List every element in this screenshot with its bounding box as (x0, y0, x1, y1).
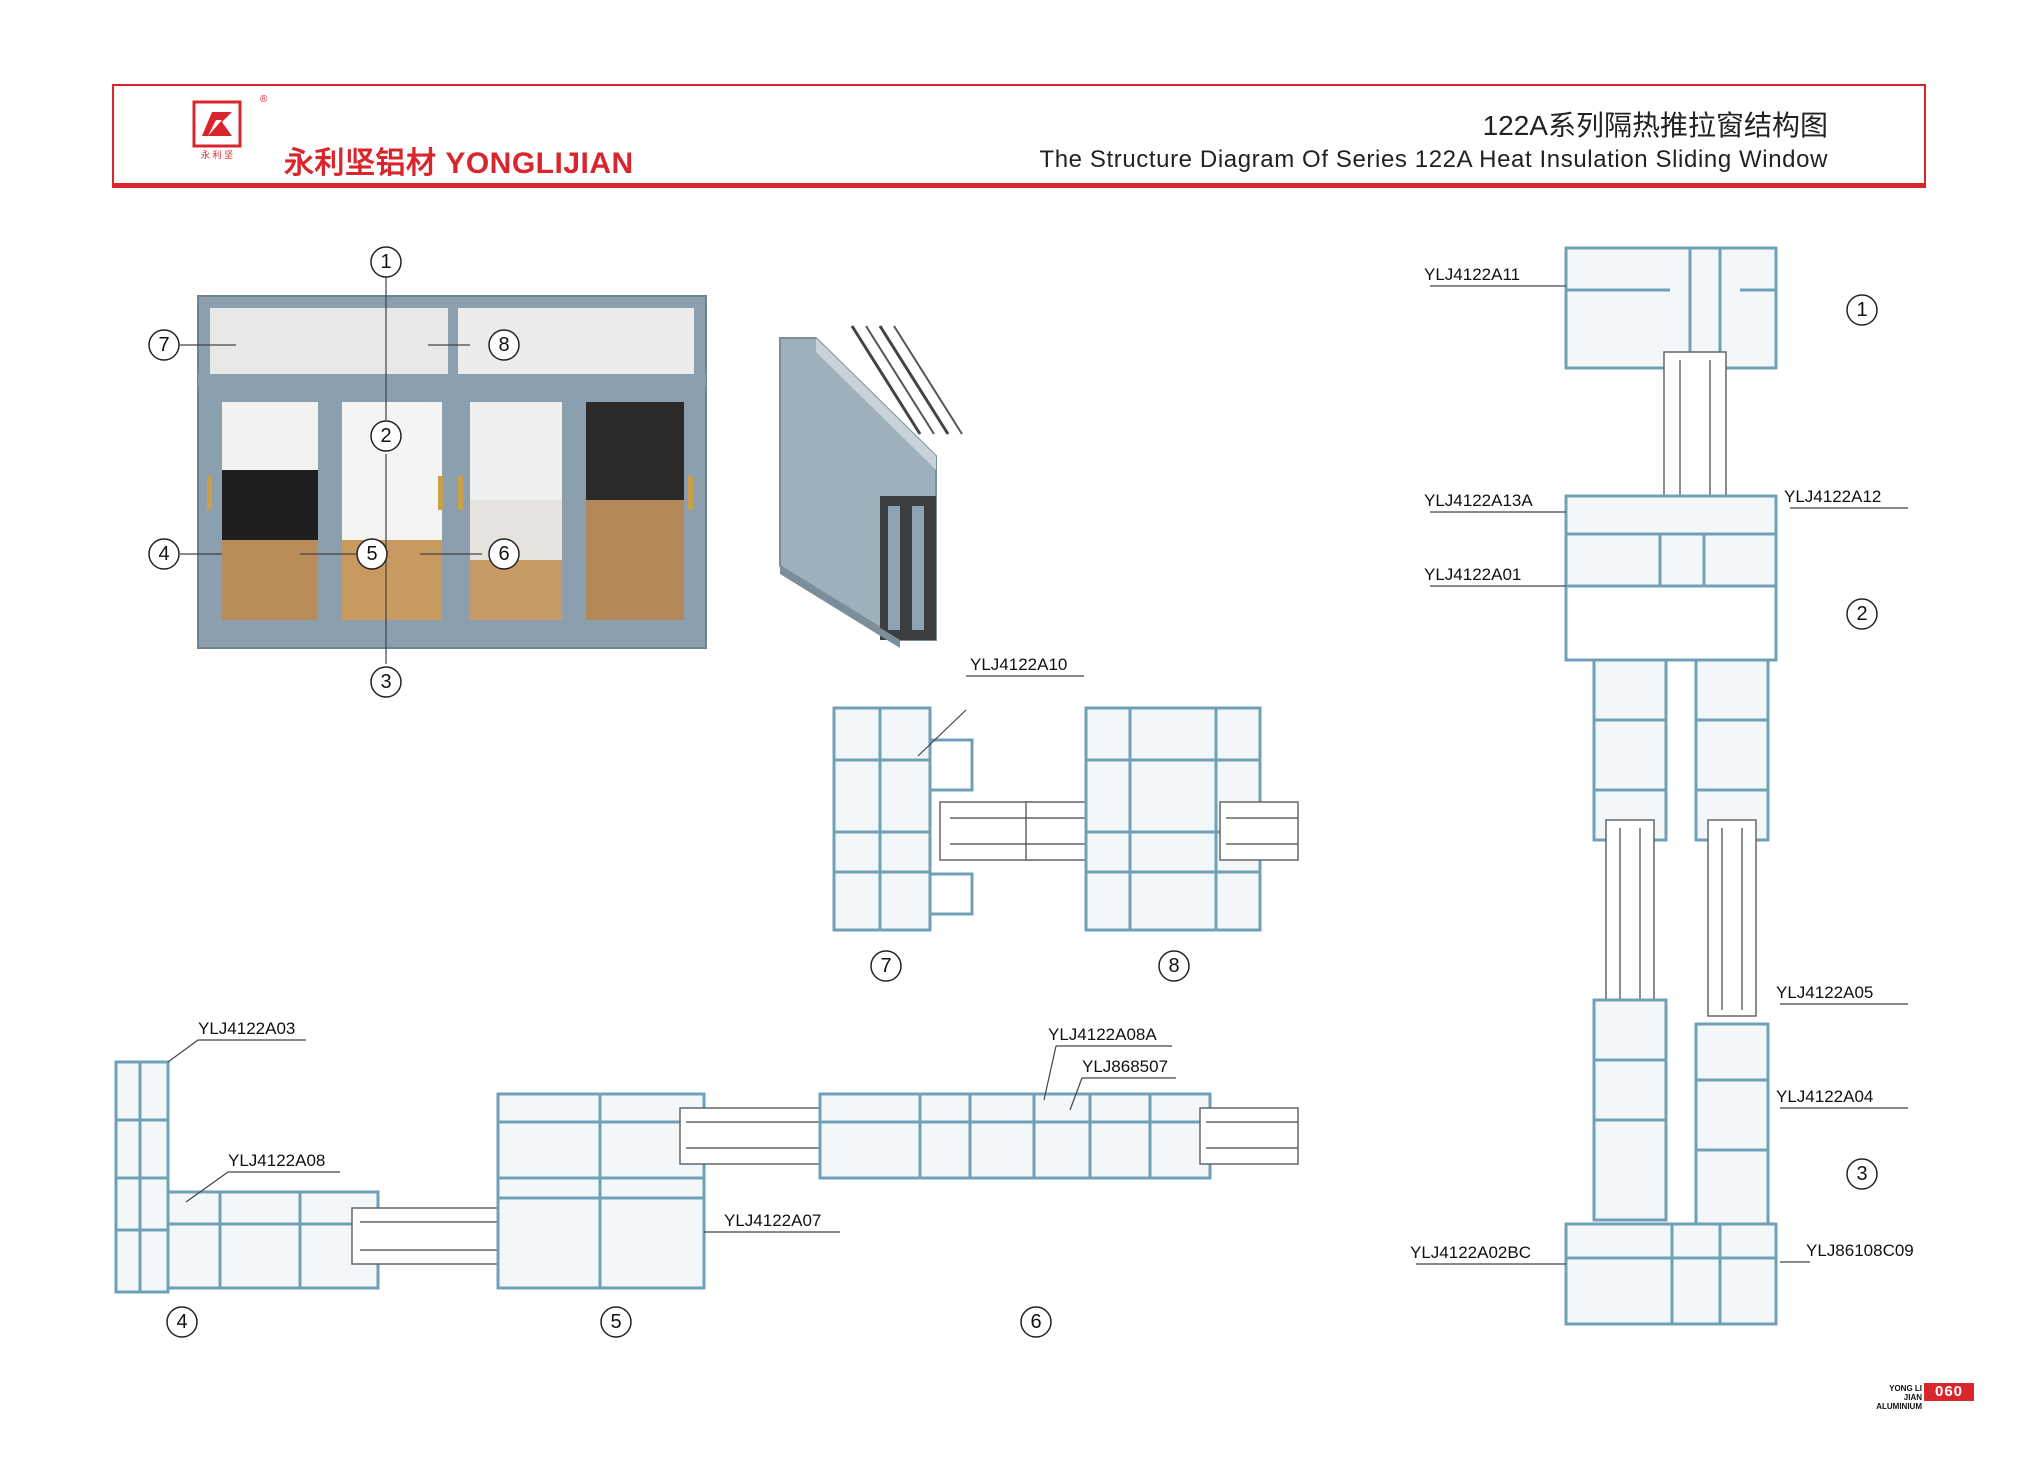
part-label-a10: YLJ4122A10 (970, 655, 1067, 674)
part-label-a08a: YLJ4122A08A (1048, 1025, 1157, 1044)
part-label-868507: YLJ868507 (1082, 1057, 1168, 1076)
logo-caption: 永 利 坚 (201, 149, 233, 160)
part-label-a11: YLJ4122A11 (1424, 265, 1520, 284)
page-number: 060 (1924, 1383, 1974, 1401)
window-elevation (180, 274, 707, 664)
callout-2-section: 2 (1856, 603, 1867, 625)
part-label-a02bc: YLJ4122A02BC (1410, 1243, 1531, 1262)
brand-logo-icon: 永 利 坚 (192, 100, 242, 160)
registered-mark: ® (260, 94, 268, 105)
part-label-a07: YLJ4122A07 (724, 1211, 821, 1230)
callout-7: 7 (158, 334, 169, 356)
callout-1-section: 1 (1856, 299, 1867, 321)
part-label-a12: YLJ4122A12 (1784, 487, 1881, 506)
callout-3: 3 (380, 671, 391, 693)
part-label-a13a: YLJ4122A13A (1424, 491, 1533, 510)
callout-6: 6 (498, 543, 509, 565)
page-title-en: The Structure Diagram Of Series 122A Hea… (1039, 146, 1828, 173)
part-label-a03: YLJ4122A03 (198, 1019, 295, 1038)
callout-2: 2 (380, 425, 391, 447)
footer-brand: YONG LI JIAN ALUMINIUM (1872, 1384, 1922, 1411)
part-label-a01: YLJ4122A01 (1424, 565, 1521, 584)
part-label-a04: YLJ4122A04 (1776, 1087, 1873, 1106)
callout-4-section: 4 (176, 1311, 187, 1333)
callout-3-section: 3 (1856, 1163, 1867, 1185)
callout-5-section: 5 (610, 1311, 621, 1333)
page-header: 永 利 坚 ® 永利坚铝材 YONGLIJIAN 122A系列隔热推拉窗结构图 … (112, 84, 1926, 188)
callout-circles (148, 246, 1878, 1338)
part-label-a08: YLJ4122A08 (228, 1151, 325, 1170)
footer-brand-line2: ALUMINIUM (1876, 1402, 1922, 1411)
vertical-section (1416, 246, 1908, 1326)
page-title-cn: 122A系列隔热推拉窗结构图 (1482, 110, 1828, 141)
callout-7-section: 7 (880, 955, 891, 977)
brand-name: 永利坚铝材 YONGLIJIAN (284, 147, 634, 180)
callout-6-section: 6 (1030, 1311, 1041, 1333)
callout-8: 8 (498, 334, 509, 356)
horizontal-section-4-5-6 (114, 1039, 1299, 1294)
callout-8-section: 8 (1168, 955, 1179, 977)
footer-brand-line1: YONG LI JIAN (1889, 1384, 1922, 1402)
part-label-c09: YLJ86108C09 (1806, 1241, 1914, 1260)
callout-1: 1 (380, 251, 391, 273)
callout-4: 4 (158, 543, 169, 565)
transom-section-7-8 (832, 675, 1299, 932)
callout-5: 5 (366, 543, 377, 565)
corner-section-3d (779, 325, 963, 648)
part-label-a05: YLJ4122A05 (1776, 983, 1873, 1002)
